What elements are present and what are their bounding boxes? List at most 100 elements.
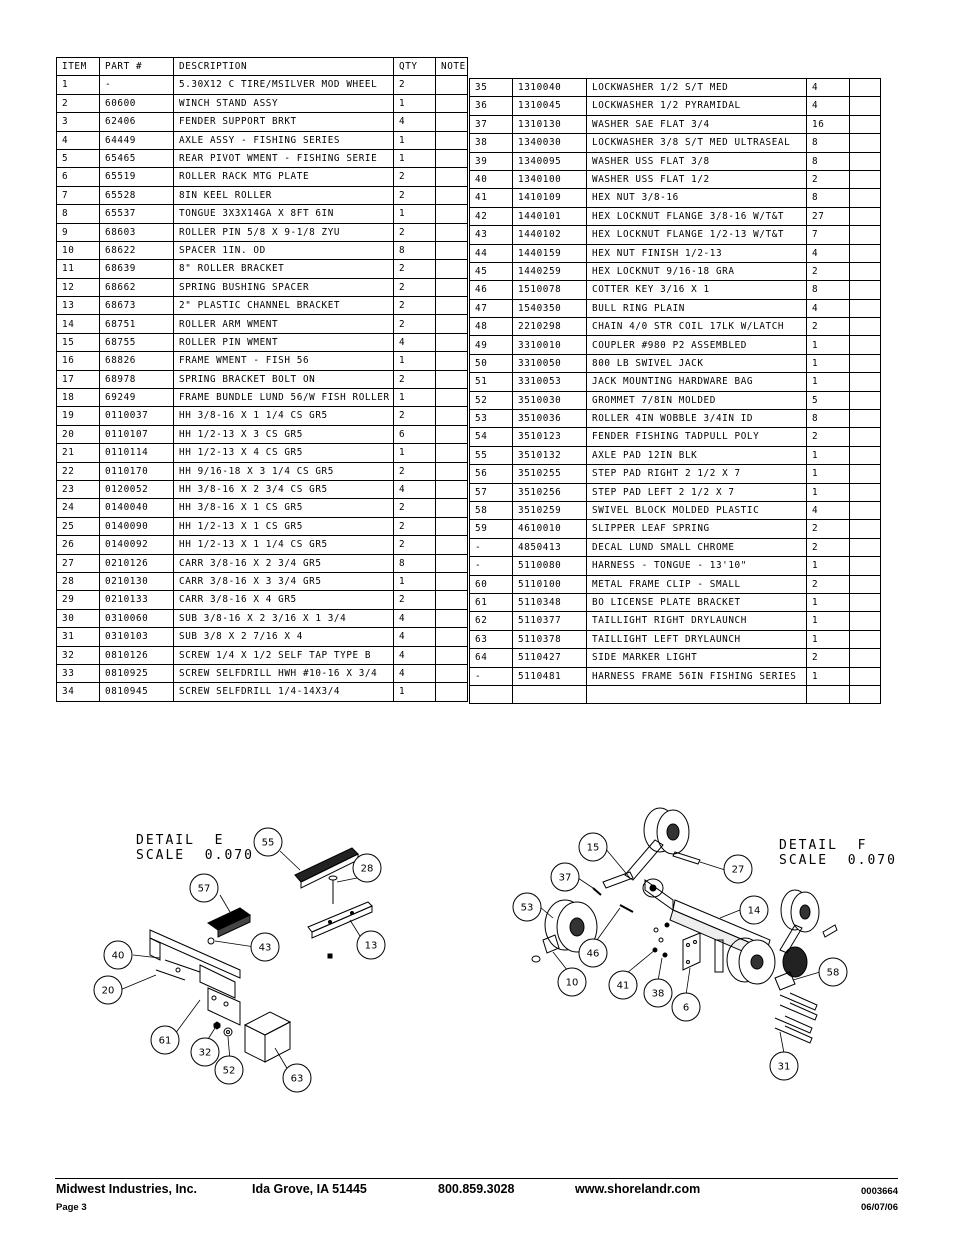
cell-item: 46 [469, 280, 513, 300]
detail-e-callout-label-57: 57 [198, 884, 211, 895]
cell-desc: SCREW 1/4 X 1/2 SELF TAP TYPE B [173, 645, 394, 665]
cell-part: 3510132 [512, 445, 587, 466]
cell-part: 68662 [99, 277, 174, 298]
cell-part: 0140092 [99, 535, 174, 555]
header-qty: QTY [393, 56, 436, 77]
cell-qty: 1 [806, 592, 850, 613]
detail-f-callout-circle-27 [723, 854, 753, 884]
cell-qty: 2 [806, 427, 850, 447]
cell-desc: SCREW SELFDRILL HWH #10-16 X 3/4 [173, 663, 394, 684]
cell-desc: SPRING BRACKET BOLT ON [173, 369, 394, 390]
cell-item: 3 [56, 112, 100, 132]
cell-item: 7 [56, 185, 100, 206]
cell-desc: STEP PAD RIGHT 2 1/2 X 7 [586, 464, 807, 484]
cell-qty: 2 [393, 406, 436, 426]
cell-note [435, 351, 468, 371]
cell-qty: 2 [806, 317, 850, 337]
cell-part: 68755 [99, 332, 174, 353]
cell-part: 1340030 [512, 133, 587, 153]
cell-qty: 27 [806, 206, 850, 227]
detail-f-callout-label-27: 27 [732, 865, 745, 876]
cell-item: 58 [469, 500, 513, 521]
cell-part: 0310060 [99, 608, 174, 629]
cell-note [849, 353, 881, 374]
cell-part: 0110037 [99, 406, 174, 426]
cell-part: 65537 [99, 204, 174, 224]
cell-qty: 2 [806, 169, 850, 190]
detail-e-callout-circle-63 [282, 1063, 312, 1093]
detail-e-callout-circle-40 [103, 940, 133, 970]
cell-item: 43 [469, 225, 513, 245]
cell-desc: AXLE ASSY - FISHING SERIES [173, 130, 394, 150]
cell-note [849, 188, 881, 208]
cell-desc: SPACER 1IN. OD [173, 240, 394, 261]
cell-part: 68673 [99, 296, 174, 316]
cell-qty: 1 [393, 93, 436, 114]
cell-qty [806, 684, 850, 705]
cell-qty: 2 [393, 461, 436, 481]
footer-phone: 800.859.3028 [438, 1182, 515, 1196]
cell-item: 2 [56, 93, 100, 114]
detail-e-callout-label-43: 43 [259, 943, 272, 954]
cell-desc: 8IN KEEL ROLLER [173, 185, 394, 206]
detail-e-callout-circle-13 [356, 930, 386, 960]
cell-part: 68826 [99, 351, 174, 371]
cell-item: 33 [56, 663, 100, 684]
cell-qty: 2 [806, 519, 850, 539]
detail-e-callout-circle-57 [189, 873, 219, 903]
detail-e-callout-label-32: 32 [199, 1048, 212, 1059]
cell-item: 26 [56, 535, 100, 555]
cell-item: 40 [469, 169, 513, 190]
cell-note [849, 519, 881, 539]
cell-item: 36 [469, 96, 513, 116]
cell-part: 1510078 [512, 280, 587, 300]
cell-desc: SWIVEL BLOCK MOLDED PLASTIC [586, 500, 807, 521]
cell-item: 62 [469, 611, 513, 631]
cell-qty: 1 [393, 148, 436, 169]
cell-item: 12 [56, 277, 100, 298]
cell-note [849, 592, 881, 613]
cell-desc: HH 3/8-16 X 2 3/4 CS GR5 [173, 479, 394, 500]
cell-note [849, 648, 881, 668]
cell-qty: 1 [806, 556, 850, 576]
cell-item: 42 [469, 206, 513, 227]
cell-note [849, 445, 881, 466]
cell-item: 64 [469, 648, 513, 668]
detail-f-callout-label-38: 38 [652, 989, 665, 1000]
cell-part: 3310010 [512, 335, 587, 355]
cell-item: - [469, 537, 513, 558]
cell-item: 17 [56, 369, 100, 390]
cell-note [435, 498, 468, 518]
cell-item: 6 [56, 167, 100, 187]
cell-part: 1340095 [512, 151, 587, 171]
cell-part: 65528 [99, 185, 174, 206]
cell-note [435, 332, 468, 353]
cell-part: 0120052 [99, 479, 174, 500]
cell-qty: 4 [806, 243, 850, 263]
cell-item: - [469, 556, 513, 576]
detail-f-callout-label-31: 31 [778, 1062, 791, 1073]
cell-qty: 1 [806, 372, 850, 392]
cell-item [469, 684, 513, 705]
cell-part: 0110114 [99, 443, 174, 463]
cell-qty: 8 [806, 188, 850, 208]
cell-note [849, 96, 881, 116]
cell-desc: WINCH STAND ASSY [173, 93, 394, 114]
cell-qty: 8 [393, 240, 436, 261]
cell-item: 20 [56, 424, 100, 445]
